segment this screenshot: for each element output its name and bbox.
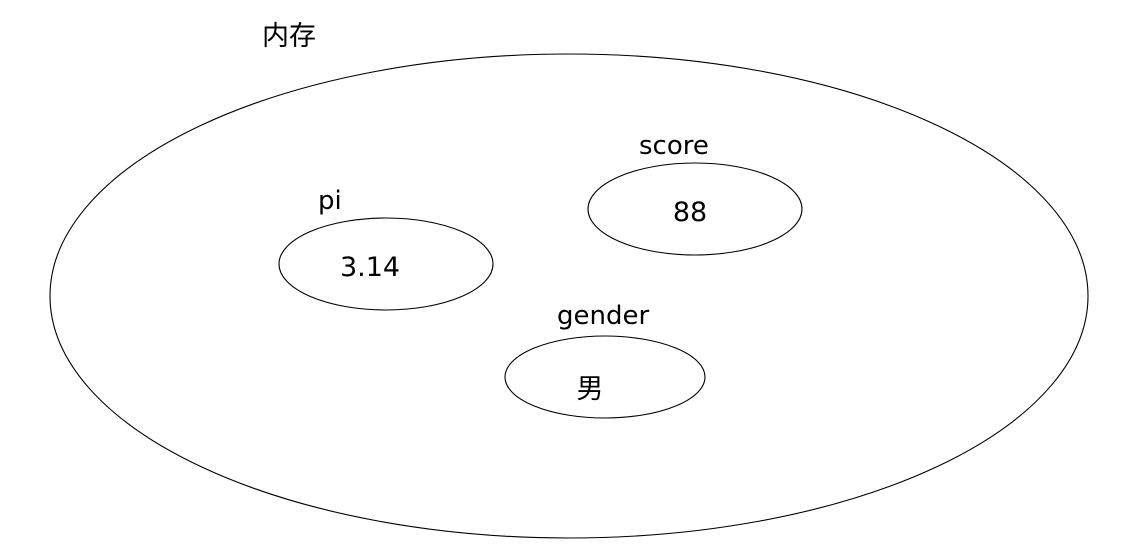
memory-container-label: 内存 bbox=[262, 21, 316, 52]
variable-value-gender: 男 bbox=[577, 374, 604, 405]
variable-value-score: 88 bbox=[673, 197, 707, 228]
memory-container-ellipse bbox=[49, 53, 1089, 539]
variable-label-gender: gender bbox=[557, 301, 649, 331]
variable-value-pi: 3.14 bbox=[340, 252, 400, 283]
variable-ellipse-score bbox=[587, 162, 803, 256]
variable-label-pi: pi bbox=[318, 186, 342, 216]
variable-ellipse-gender bbox=[504, 335, 706, 419]
variable-ellipse-pi bbox=[278, 217, 494, 311]
variable-label-score: score bbox=[639, 131, 709, 161]
